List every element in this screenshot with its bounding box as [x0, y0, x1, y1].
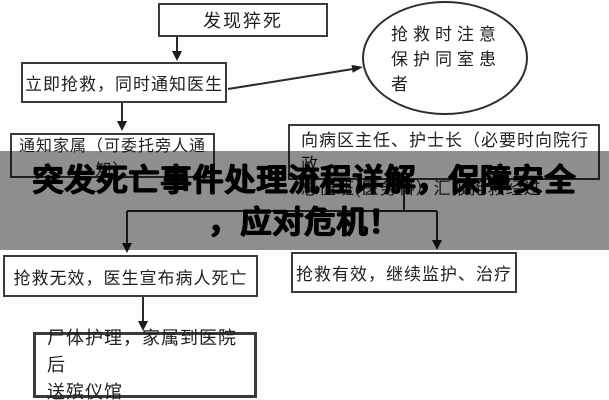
banner-title-line1: 突发死亡事件处理流程详解，保障安全 — [32, 163, 577, 198]
flow-node-notify-family: 通知家属（可委托旁人通知） — [10, 133, 215, 179]
flow-node-label: 抢救时注意保护同室患者 — [391, 25, 501, 94]
flow-node-label-line1: 尸体护理，家属到医院后 — [47, 327, 237, 375]
arrowheads — [117, 51, 442, 331]
flow-node-rescue-failed: 抢救无效，医生宣布病人死亡 — [3, 255, 258, 297]
flow-node-label-line2: 总值班(医务科）汇报抢救经过 — [301, 179, 542, 198]
connector-lines — [121, 37, 438, 323]
flow-node-label: 立即抢救，同时通知医生 — [25, 75, 223, 94]
arrow-down-icon — [172, 51, 182, 61]
flow-node-label: 抢救有效，继续监护、治疗 — [296, 265, 512, 284]
arrow-down-icon — [122, 243, 132, 253]
flow-node-rescue-success: 抢救有效，继续监护、治疗 — [291, 252, 517, 293]
flow-node-discover-death: 发现猝死 — [158, 3, 328, 37]
flow-node-label: 通知家属（可委托旁人通知） — [18, 137, 206, 179]
flow-node-label-line1: 向病区主任、护士长（必要时向院行政 — [301, 131, 589, 174]
flow-node-label: 抢救无效，医生宣布病人死亡 — [13, 268, 248, 288]
banner-title-line2: ，应对危机！ — [208, 205, 401, 240]
arrow-down-icon — [432, 240, 442, 250]
flow-node-body-care: 尸体护理，家属到医院后 送殡仪馆 — [33, 328, 257, 400]
arrow-down-icon — [138, 321, 148, 331]
caption-banner-overlay: 突发死亡事件处理流程详解，保障安全 ，应对危机！ — [0, 151, 609, 250]
flow-node-immediate-rescue: 立即抢救，同时通知医生 — [21, 62, 227, 103]
arrow-right-icon — [351, 64, 363, 73]
flow-node-report-leadership: 向病区主任、护士长（必要时向院行政 总值班(医务科）汇报抢救经过 — [288, 124, 600, 198]
flow-node-label-line2: 送殡仪馆 — [47, 381, 123, 400]
connector-rescue-protect — [227, 68, 354, 90]
arrow-down-icon — [117, 121, 127, 131]
flow-node-label: 发现猝死 — [203, 11, 283, 31]
flow-node-protect-roommates: 抢救时注意保护同室患者 — [362, 1, 528, 115]
